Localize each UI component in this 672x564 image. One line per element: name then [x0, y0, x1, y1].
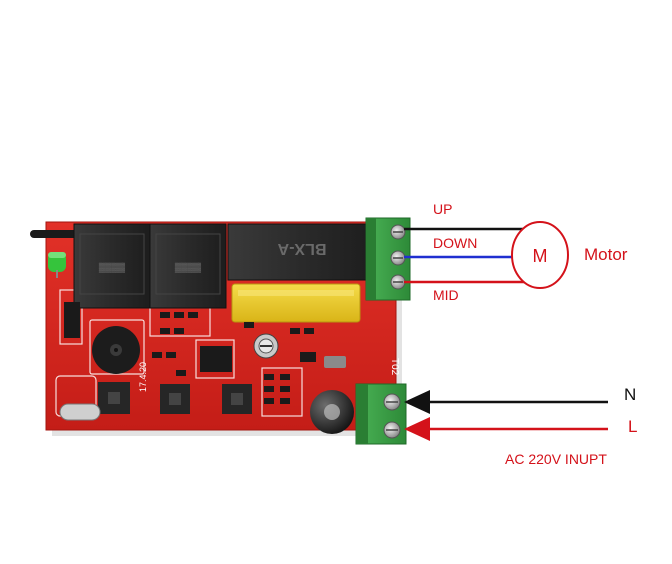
- green-led: [48, 252, 66, 278]
- motor-symbol-letter: M: [533, 246, 548, 266]
- label-motor: Motor: [584, 245, 628, 264]
- buzzer: [92, 326, 140, 374]
- arrow-n-icon: [404, 390, 430, 414]
- ac-terminal-block: [355, 383, 407, 445]
- trimmer-potentiometer: [253, 333, 279, 359]
- wire-l: [404, 417, 608, 441]
- label-down: DOWN: [433, 235, 477, 251]
- antenna-wire: [30, 230, 78, 238]
- crystal-oscillator: [59, 403, 101, 421]
- relay-brand-marking: BLX-A: [277, 240, 326, 257]
- date-code-marking: 17.4.20: [138, 362, 148, 392]
- svg-text:▓▓▓▓: ▓▓▓▓: [99, 262, 126, 273]
- tactile-button-1: [98, 382, 130, 414]
- pcb-board: ▓▓▓▓ ▓▓▓▓ BLX-A: [30, 221, 402, 436]
- smd-components: [152, 312, 346, 404]
- terminal-code-marking: T02: [389, 358, 400, 376]
- ic-chip-2: [64, 302, 80, 338]
- motor-terminal-block: [365, 217, 411, 301]
- tactile-button-3: [222, 384, 252, 414]
- label-n: N: [624, 385, 636, 404]
- label-l: L: [628, 417, 637, 436]
- x2-capacitor: [231, 283, 361, 323]
- relay-2: ▓▓▓▓: [149, 223, 227, 309]
- ic-chip-1: [200, 346, 232, 372]
- motor-symbol-circle: [511, 221, 569, 289]
- arrow-l-icon: [404, 417, 430, 441]
- wire-n: [404, 390, 608, 414]
- relay-3: BLX-A: [227, 223, 377, 281]
- label-ac-input: AC 220V INUPT: [505, 451, 607, 467]
- tactile-button-2: [160, 384, 190, 414]
- svg-text:▓▓▓▓: ▓▓▓▓: [175, 262, 202, 273]
- electrolytic-capacitor: [310, 390, 354, 434]
- label-mid: MID: [433, 287, 459, 303]
- relay-1: ▓▓▓▓: [73, 223, 151, 309]
- label-up: UP: [433, 201, 452, 217]
